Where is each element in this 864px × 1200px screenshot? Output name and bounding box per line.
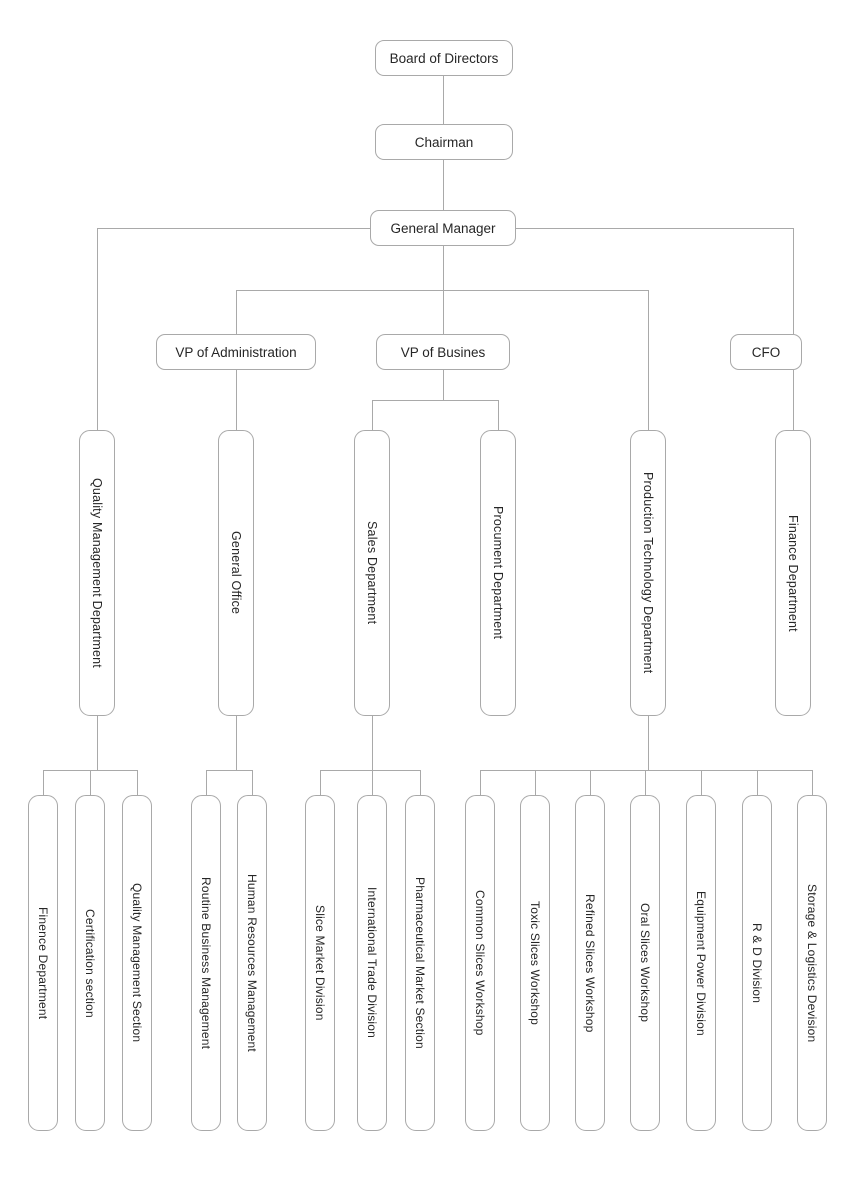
node-common-slices-workshop: Common Slices Workshop bbox=[465, 795, 495, 1131]
node-label: Procument Department bbox=[491, 506, 505, 640]
connector-line bbox=[757, 770, 758, 795]
connector-line bbox=[137, 770, 138, 795]
node-oral-slices-workshop: Oral Slices Workshop bbox=[630, 795, 660, 1131]
node-chairman: Chairman bbox=[375, 124, 513, 160]
node-label: Quality Management Department bbox=[90, 478, 104, 668]
connector-line bbox=[443, 160, 444, 210]
connector-line bbox=[372, 770, 373, 795]
node-label: VP of Busines bbox=[400, 344, 486, 360]
node-label: General Office bbox=[229, 531, 243, 615]
node-quality-management-section: Quality Management Section bbox=[122, 795, 152, 1131]
node-sales-department: Sales Department bbox=[354, 430, 390, 716]
node-cfo: CFO bbox=[730, 334, 802, 370]
connector-line bbox=[236, 716, 237, 770]
node-human-resources-management: Human Resources Management bbox=[237, 795, 267, 1131]
node-vp-of-administration: VP of Administration bbox=[156, 334, 316, 370]
node-international-trade-division: International Trade Division bbox=[357, 795, 387, 1131]
node-label: Human Resources Management bbox=[245, 874, 259, 1052]
connector-line bbox=[701, 770, 702, 795]
connector-line bbox=[320, 770, 420, 771]
node-certification-section: Certification section bbox=[75, 795, 105, 1131]
node-equipment-power-division: Equipment Power Division bbox=[686, 795, 716, 1131]
connector-line bbox=[480, 770, 812, 771]
connector-line bbox=[236, 370, 237, 430]
node-label: Slice Market Division bbox=[313, 905, 327, 1021]
node-label: Refined Slices Workshop bbox=[583, 893, 597, 1033]
node-label: R & D Division bbox=[750, 922, 764, 1004]
connector-line bbox=[648, 290, 649, 430]
connector-line bbox=[516, 228, 793, 229]
node-storage-logistics-devision: Storage & Logistics Devision bbox=[797, 795, 827, 1131]
node-general-manager: General Manager bbox=[370, 210, 516, 246]
node-label: Common Slices Workshop bbox=[473, 890, 487, 1036]
node-finence-department: Finence Department bbox=[28, 795, 58, 1131]
node-label: Production Technology Department bbox=[641, 472, 655, 674]
node-finance-department: Finance Department bbox=[775, 430, 811, 716]
connector-line bbox=[443, 370, 444, 400]
connector-line bbox=[372, 400, 498, 401]
node-label: Equipment Power Division bbox=[694, 890, 708, 1036]
node-slice-market-division: Slice Market Division bbox=[305, 795, 335, 1131]
node-label: Routine Business Management bbox=[199, 876, 213, 1050]
connector-line bbox=[372, 716, 373, 770]
connector-line bbox=[97, 228, 370, 229]
node-label: Finance Department bbox=[786, 514, 800, 632]
node-label: General Manager bbox=[390, 220, 496, 236]
connector-line bbox=[793, 370, 794, 430]
connector-line bbox=[443, 76, 444, 124]
node-label: Oral Slices Workshop bbox=[638, 903, 652, 1023]
connector-line bbox=[590, 770, 591, 795]
node-label: International Trade Division bbox=[365, 887, 379, 1039]
node-toxic-slices-workshop: Toxic Slices Workshop bbox=[520, 795, 550, 1131]
node-label: Chairman bbox=[414, 134, 474, 150]
connector-line bbox=[498, 400, 499, 430]
connector-line bbox=[372, 400, 373, 430]
node-production-technology-department: Production Technology Department bbox=[630, 430, 666, 716]
connector-line bbox=[793, 228, 794, 334]
connector-line bbox=[535, 770, 536, 795]
connector-line bbox=[812, 770, 813, 795]
node-label: Board of Directors bbox=[389, 50, 499, 66]
connector-line bbox=[43, 770, 44, 795]
node-label: CFO bbox=[751, 344, 781, 360]
connector-line bbox=[90, 770, 91, 795]
node-label: Finence Department bbox=[36, 906, 50, 1020]
connector-line bbox=[252, 770, 253, 795]
node-label: Quality Management Section bbox=[130, 883, 144, 1043]
connector-line bbox=[480, 770, 481, 795]
connector-line bbox=[320, 770, 321, 795]
node-label: Toxic Slices Workshop bbox=[528, 900, 542, 1026]
node-label: Pharmaceutical Market Section bbox=[413, 877, 427, 1049]
connector-line bbox=[648, 716, 649, 770]
node-label: Storage & Logistics Devision bbox=[805, 883, 819, 1043]
connector-line bbox=[645, 770, 646, 795]
node-label: VP of Administration bbox=[175, 344, 297, 360]
node-quality-management-department: Quality Management Department bbox=[79, 430, 115, 716]
node-board-of-directors: Board of Directors bbox=[375, 40, 513, 76]
node-r-and-d-division: R & D Division bbox=[742, 795, 772, 1131]
connector-line bbox=[206, 770, 207, 795]
node-routine-business-management: Routine Business Management bbox=[191, 795, 221, 1131]
node-vp-of-business: VP of Busines bbox=[376, 334, 510, 370]
node-label: Sales Department bbox=[365, 521, 379, 625]
connector-line bbox=[97, 716, 98, 770]
connector-line bbox=[206, 770, 252, 771]
connector-line bbox=[97, 228, 98, 430]
node-general-office: General Office bbox=[218, 430, 254, 716]
connector-line bbox=[420, 770, 421, 795]
connector-line bbox=[236, 290, 648, 291]
connector-line bbox=[236, 290, 237, 334]
node-procurement-department: Procument Department bbox=[480, 430, 516, 716]
node-refined-slices-workshop: Refined Slices Workshop bbox=[575, 795, 605, 1131]
node-label: Certification section bbox=[83, 908, 97, 1018]
node-pharmaceutical-market-section: Pharmaceutical Market Section bbox=[405, 795, 435, 1131]
